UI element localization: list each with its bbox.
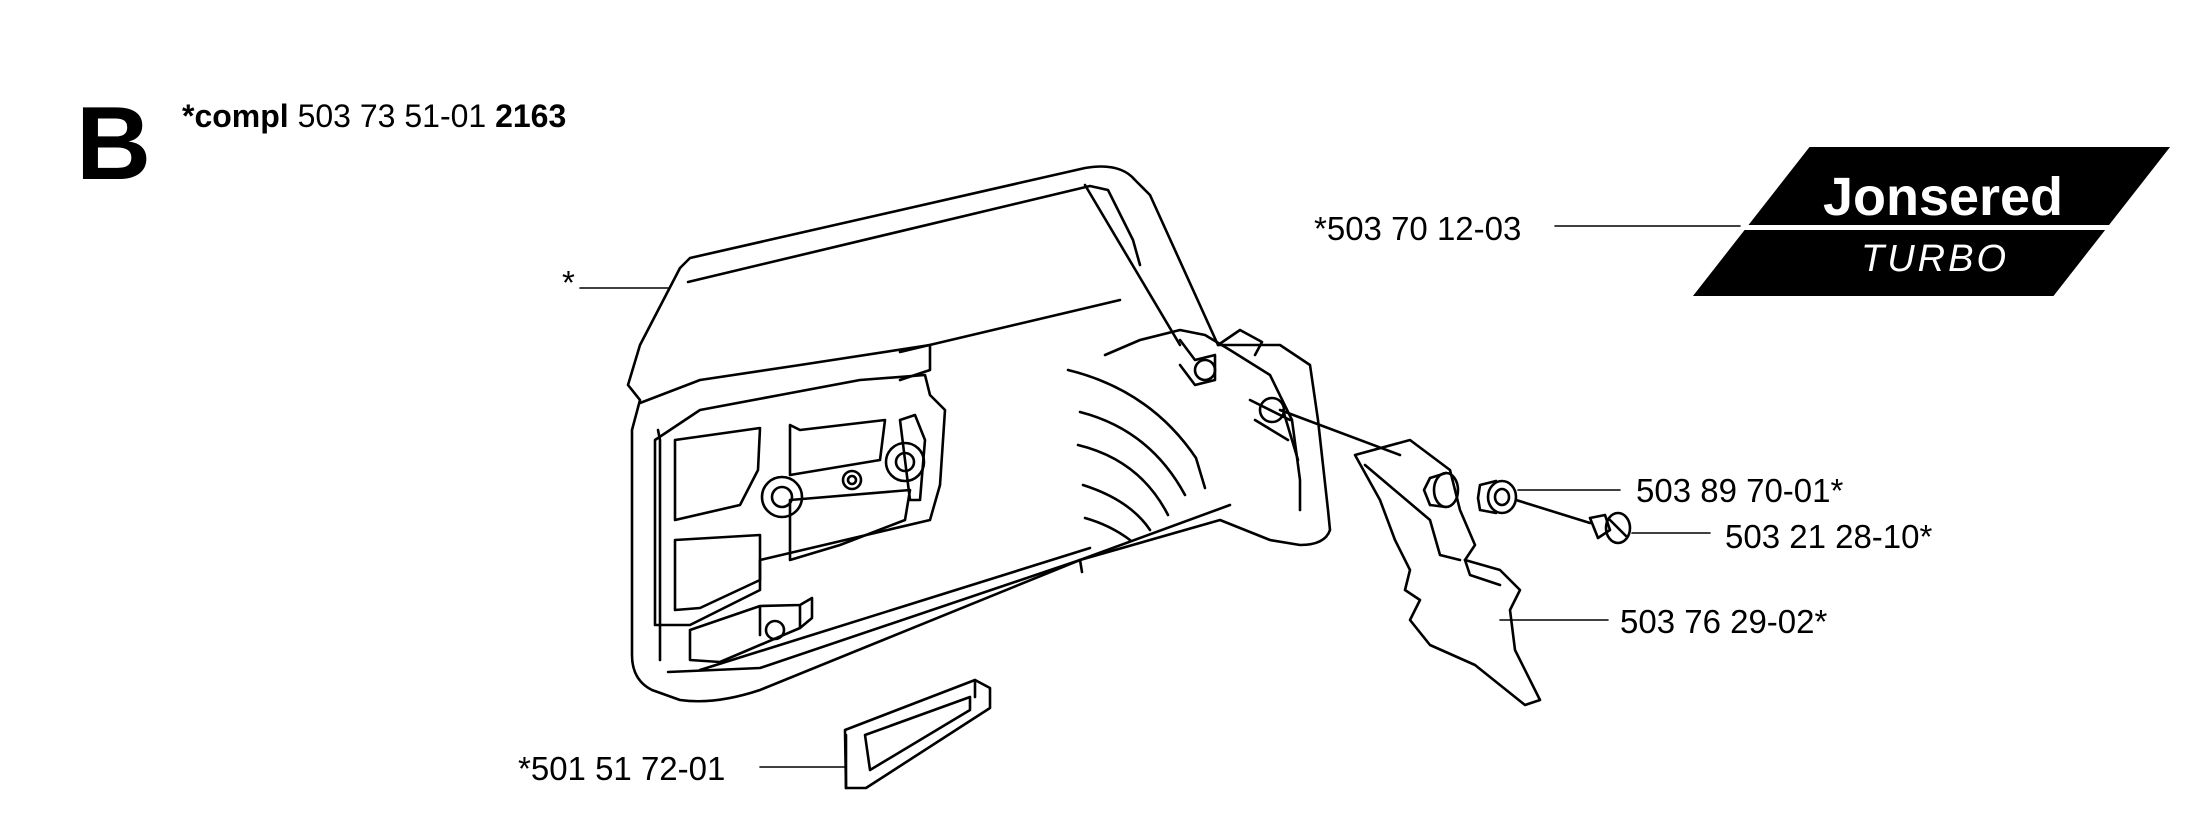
logo-brand: Jonsered [1823, 167, 2063, 227]
nut-to-screw-line [1514, 498, 1592, 525]
guide-rib-3 [1076, 443, 1170, 517]
adjust-screw-head [1258, 396, 1286, 424]
callout-screw: 503 21 28-10* [1725, 518, 1933, 555]
screw-slot [1608, 518, 1628, 538]
window-frame-inner-d [788, 488, 912, 562]
washer-inner [1493, 487, 1511, 507]
center-screw-inner [846, 474, 858, 486]
guide-rib-1 [1066, 368, 1207, 490]
logo-sub: TURBO [1861, 238, 2009, 280]
guide-rib-5 [1083, 516, 1132, 542]
callout-guide: *501 51 72-01 [518, 750, 726, 787]
cover-plate [1353, 438, 1542, 707]
chain-guide-inner [844, 678, 977, 790]
cover-inner-line [898, 298, 1122, 354]
left-boss [760, 475, 804, 519]
window-frame-inner-a [673, 426, 762, 522]
guide-rib-4 [1081, 483, 1152, 532]
guide-rib-2 [1078, 410, 1187, 497]
callout-asterisk: * [562, 264, 575, 301]
lower-bracket [688, 596, 814, 664]
model-number: 2163 [495, 98, 567, 134]
assembly-header: *compl 503 73 51-01 2163 [182, 100, 566, 132]
cover-plate-edge [1363, 463, 1502, 587]
cover-top-rim-back [1083, 183, 1182, 347]
cover-lower-rim [698, 546, 1092, 672]
callout-plate: 503 76 29-02* [1620, 603, 1828, 640]
tensioner-pin [1193, 358, 1217, 382]
logo-badge [1692, 147, 2171, 296]
compl-label: *compl [182, 98, 289, 134]
center-screw [841, 469, 863, 491]
logo-divider [1740, 225, 2112, 230]
window-frame-outer [653, 373, 947, 627]
washer-side [1476, 479, 1498, 515]
window-frame-inner-c [788, 418, 887, 477]
cover-lower-inner-edge [656, 428, 1232, 674]
right-boss [884, 441, 926, 483]
jonsered-turbo-logo: Jonsered TURBO [1692, 147, 2171, 296]
screw-shank [1588, 513, 1612, 540]
screw-head [1604, 511, 1632, 545]
washer [1486, 479, 1518, 515]
nut-shank [1422, 471, 1448, 509]
section-letter: B [76, 86, 152, 202]
window-frame-inner-b [673, 533, 762, 612]
left-boss-inner [770, 485, 794, 509]
lower-boss [764, 619, 786, 641]
tensioner-screw [1248, 398, 1300, 462]
cover-upper-slope [638, 343, 932, 405]
clutch-cover-outline [626, 165, 1332, 703]
callout-nut: 503 89 70-01* [1636, 472, 1844, 509]
compl-part-number: 503 73 51-01 [297, 98, 487, 134]
callout-decal: *503 70 12-03 [1314, 210, 1522, 247]
right-boss-inner [894, 451, 916, 473]
cover-top-rim [686, 184, 1142, 284]
